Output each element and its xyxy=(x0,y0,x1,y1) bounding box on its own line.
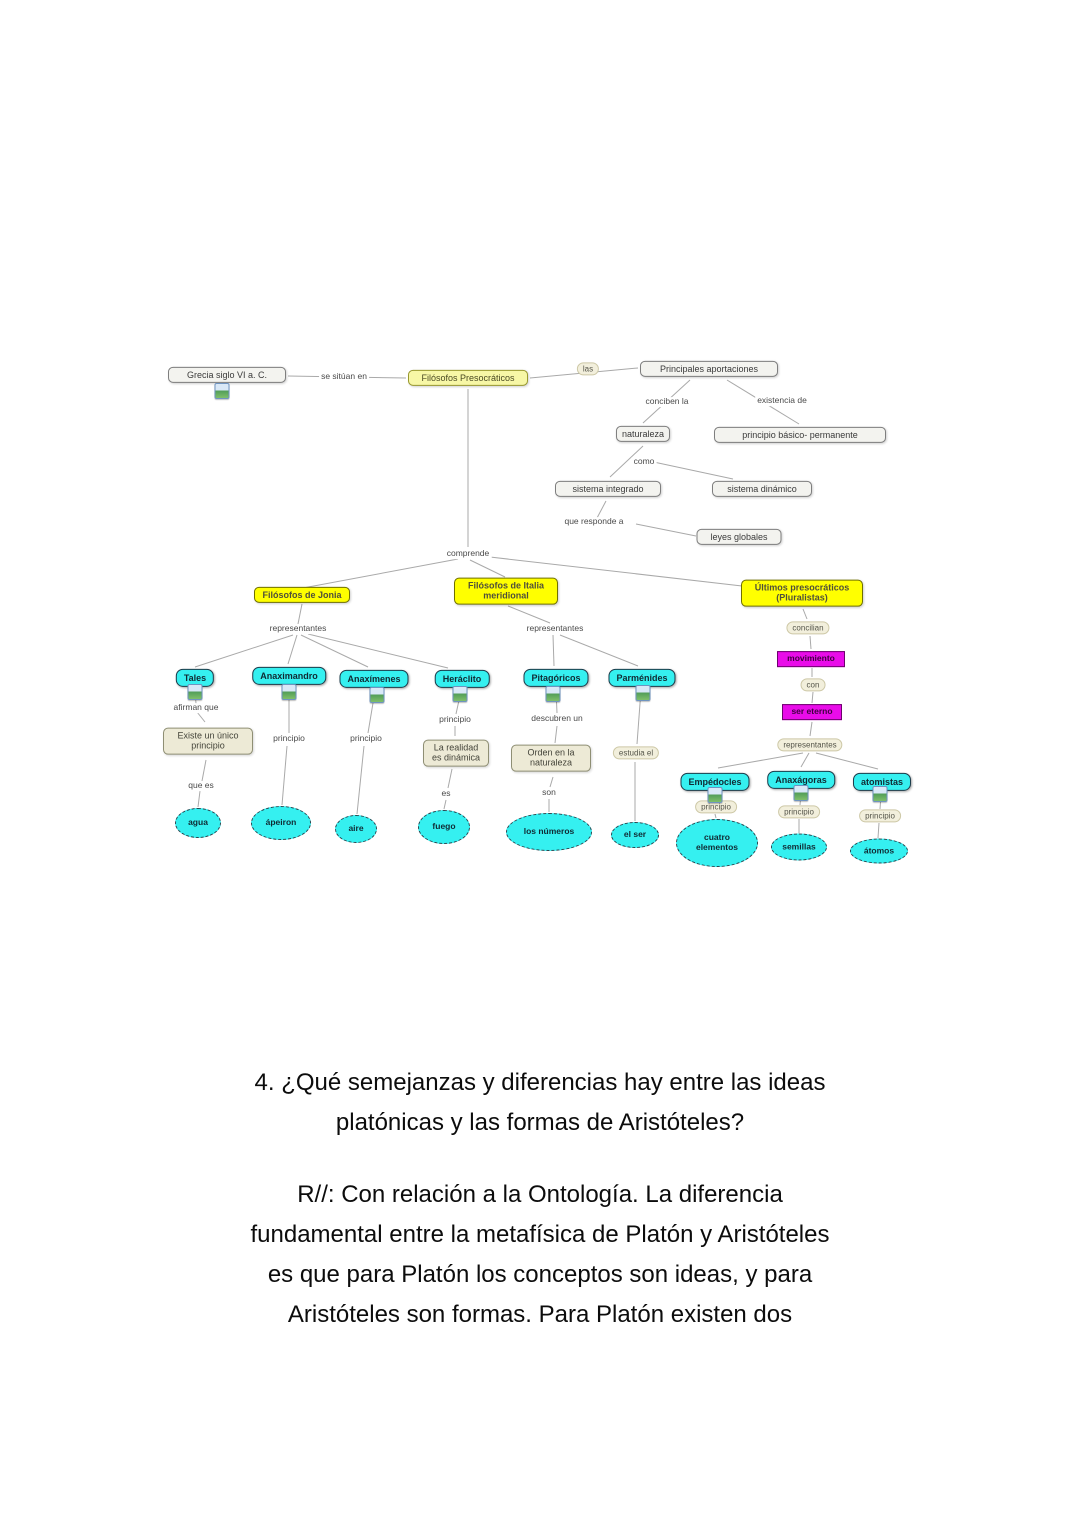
link-principio-anaximenes: principio xyxy=(348,733,384,744)
node-principio-basico-permanente: principio básico- permanente xyxy=(714,426,886,444)
node-leyes-globales: leyes globales xyxy=(696,528,782,546)
link-con: con xyxy=(800,678,826,692)
link-se-situan: se sitúan en xyxy=(319,371,369,382)
link-principio-anaxagoras: principio xyxy=(778,805,820,819)
link-son: son xyxy=(540,787,558,798)
link-estudia-el: estudia el xyxy=(612,746,660,760)
node-sistema-dinamico: sistema dinámico xyxy=(712,480,812,498)
node-movimiento: movimiento xyxy=(777,651,845,667)
link-principio-heraclito: principio xyxy=(437,714,473,725)
answer-line: fundamental entre la metafísica de Plató… xyxy=(250,1221,830,1248)
node-sistema-integrado: sistema integrado xyxy=(555,480,661,498)
image-resource-icon xyxy=(452,686,468,702)
node-grecia: Grecia siglo VI a. C. xyxy=(168,366,286,384)
link-que-es: que es xyxy=(186,780,216,791)
node-pitagoricos: Pitagóricos xyxy=(523,668,589,688)
node-existe-unico-principio: Existe un único principio xyxy=(163,727,253,755)
node-el-ser: el ser xyxy=(611,822,659,848)
node-atomos: átomos xyxy=(850,838,908,864)
link-afirman-que: afirman que xyxy=(171,702,221,713)
node-cuatro-elementos: cuatro elementos xyxy=(676,819,758,867)
link-representantes-italia: representantes xyxy=(524,623,586,634)
link-representantes-jonia: representantes xyxy=(267,623,329,634)
link-representantes-pluralistas: representantes xyxy=(777,738,843,752)
image-resource-icon xyxy=(214,383,230,399)
link-concilian: concilian xyxy=(786,621,830,635)
link-descubren-un: descubren un xyxy=(529,713,585,724)
node-orden-en-la-naturaleza: Orden en la naturaleza xyxy=(511,744,591,772)
answer-line: Aristóteles son formas. Para Platón exis… xyxy=(287,1301,793,1328)
image-resource-icon xyxy=(187,684,203,700)
image-resource-icon xyxy=(545,686,561,702)
node-aire: aire xyxy=(335,815,377,843)
image-resource-icon xyxy=(281,684,297,700)
node-los-numeros: los números xyxy=(506,813,592,851)
node-filosofos-de-jonia: Filósofos de Jonia xyxy=(254,586,350,604)
link-comprende: comprende xyxy=(444,548,492,559)
question-block: 4. ¿Qué semejanzas y diferencias hay ent… xyxy=(40,1063,1040,1143)
node-la-realidad-es-dinamica: La realidad es dinámica xyxy=(423,739,489,767)
node-semillas: semillas xyxy=(771,833,827,861)
node-filosofos-italia-meridional: Filósofos de Italia meridional xyxy=(454,577,558,605)
node-ultimos-presocraticos: Últimos presocráticos (Pluralistas) xyxy=(741,579,863,607)
node-anaximandro: Anaximandro xyxy=(252,666,326,686)
node-anaximenes: Anaxímenes xyxy=(339,669,409,689)
image-resource-icon xyxy=(872,786,888,802)
answer-block: R//: Con relación a la Ontología. La dif… xyxy=(40,1175,1040,1335)
link-principio-anaximandro: principio xyxy=(271,733,307,744)
link-como: como xyxy=(631,456,657,467)
link-las: las xyxy=(576,362,600,376)
link-que-responde-a: que responde a xyxy=(562,516,626,527)
link-es: es xyxy=(439,788,453,799)
question-line: platónicas y las formas de Aristóteles? xyxy=(335,1109,745,1136)
node-naturaleza: naturaleza xyxy=(615,425,671,443)
link-existencia-de: existencia de xyxy=(755,395,809,406)
answer-line: es que para Platón los conceptos son ide… xyxy=(267,1261,813,1288)
node-filosofos-presocraticos: Filósofos Presocráticos xyxy=(408,369,528,387)
image-resource-icon xyxy=(707,787,723,803)
image-resource-icon xyxy=(793,785,809,801)
node-agua: agua xyxy=(175,808,221,838)
link-conciben-la: conciben la xyxy=(643,396,691,407)
link-principio-atomistas: principio xyxy=(859,809,901,823)
node-ser-eterno: ser eterno xyxy=(782,704,842,720)
question-line: 4. ¿Qué semejanzas y diferencias hay ent… xyxy=(254,1069,826,1096)
node-fuego: fuego xyxy=(418,810,470,844)
image-resource-icon xyxy=(369,687,385,703)
node-principales-aportaciones: Principales aportaciones xyxy=(640,360,778,378)
answer-line: R//: Con relación a la Ontología. La dif… xyxy=(297,1181,783,1208)
image-resource-icon xyxy=(635,685,651,701)
node-apeiron: ápeiron xyxy=(251,806,311,840)
